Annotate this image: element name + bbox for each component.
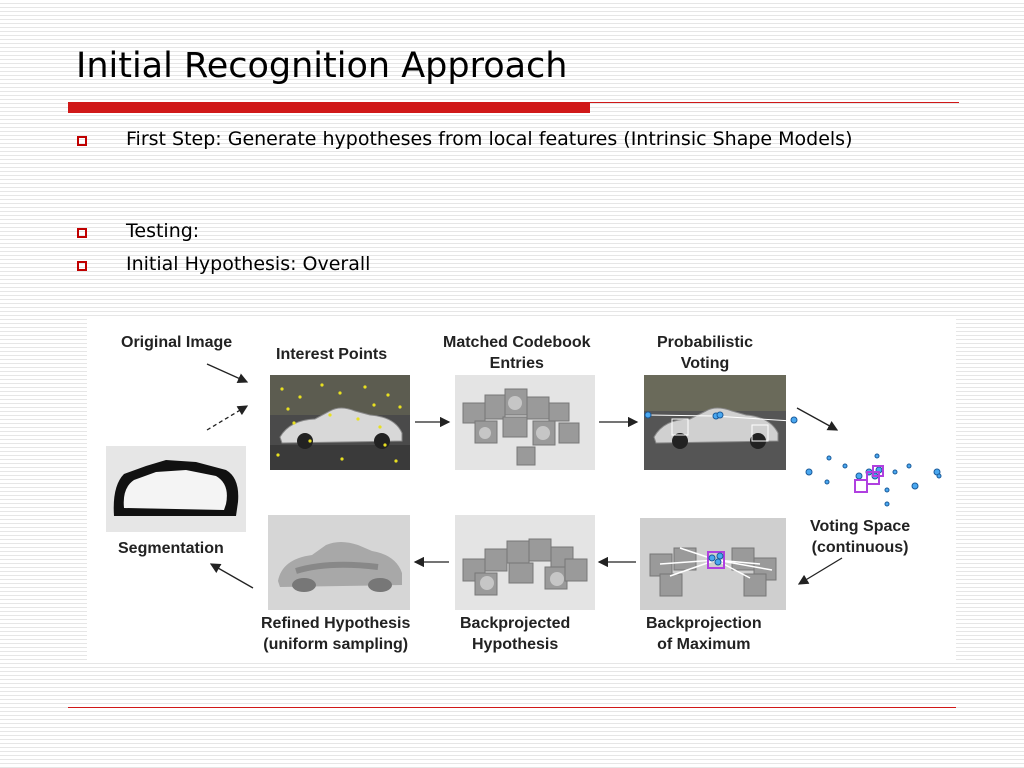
label-voting-space: Voting Space (continuous) xyxy=(810,516,910,558)
probabilistic-voting-image xyxy=(644,375,786,470)
label-probabilistic-line1: Probabilistic xyxy=(657,334,754,351)
backprojected-hypothesis-image xyxy=(455,515,595,610)
label-backprojected-hypothesis: Backprojected Hypothesis xyxy=(460,613,570,655)
label-matched-codebook-line2: Entries xyxy=(489,355,544,372)
bullet-square-icon xyxy=(77,228,87,238)
title-underline-thin xyxy=(590,102,959,103)
label-voting-space-line1: Voting Space xyxy=(810,518,911,535)
label-backprojected-line2: Hypothesis xyxy=(472,636,559,653)
label-original-image: Original Image xyxy=(121,334,233,351)
interest-points-image xyxy=(270,375,410,470)
bullet-square-icon xyxy=(77,136,87,146)
label-probabilistic-voting: Probabilistic Voting xyxy=(657,332,753,374)
label-backprojection-maximum: Backprojection of Maximum xyxy=(646,613,762,655)
refined-hypothesis-image xyxy=(268,515,410,610)
arrow-original-to-interest xyxy=(206,363,249,384)
footer-rule xyxy=(68,707,956,708)
label-matched-codebook: Matched Codebook Entries xyxy=(443,332,591,374)
arrow-voting-to-space xyxy=(796,407,839,431)
label-refined-hypothesis: Refined Hypothesis (uniform sampling) xyxy=(261,613,410,655)
label-backprojected-line1: Backprojected xyxy=(460,615,571,632)
arrow-space-to-backprojection xyxy=(797,557,843,585)
bullet-text-testing: Testing: xyxy=(126,220,200,242)
bullet-square-icon xyxy=(77,261,87,271)
label-probabilistic-line2: Voting xyxy=(680,355,730,372)
label-segmentation: Segmentation xyxy=(118,540,224,557)
label-refined-line1: Refined Hypothesis xyxy=(261,615,411,632)
pipeline-figure: Original Image Interest Points Matched C… xyxy=(87,318,956,662)
vote-point-icon xyxy=(790,416,798,424)
bullet-text-first-step: First Step: Generate hypotheses from loc… xyxy=(126,128,853,150)
bullet-text-initial-hypothesis: Initial Hypothesis: Overall xyxy=(126,253,371,275)
arrow-refined-to-segmentation xyxy=(209,563,254,589)
title-underline-thick xyxy=(68,102,590,113)
arrow-original-to-interest-dashed xyxy=(206,405,249,431)
label-matched-codebook-line1: Matched Codebook xyxy=(443,334,591,351)
label-backprojection-line1: Backprojection xyxy=(646,615,762,632)
label-backprojection-line2: of Maximum xyxy=(657,636,751,653)
voting-space-plot xyxy=(805,453,942,507)
segmentation-image xyxy=(106,446,246,532)
backprojection-maximum-image xyxy=(640,518,786,610)
label-refined-line2: (uniform sampling) xyxy=(263,636,409,653)
matched-codebook-image xyxy=(455,375,595,470)
slide-title: Initial Recognition Approach xyxy=(76,46,568,86)
label-voting-space-line2: (continuous) xyxy=(811,539,909,556)
label-interest-points: Interest Points xyxy=(276,346,388,363)
pipeline-arrows xyxy=(206,363,843,589)
